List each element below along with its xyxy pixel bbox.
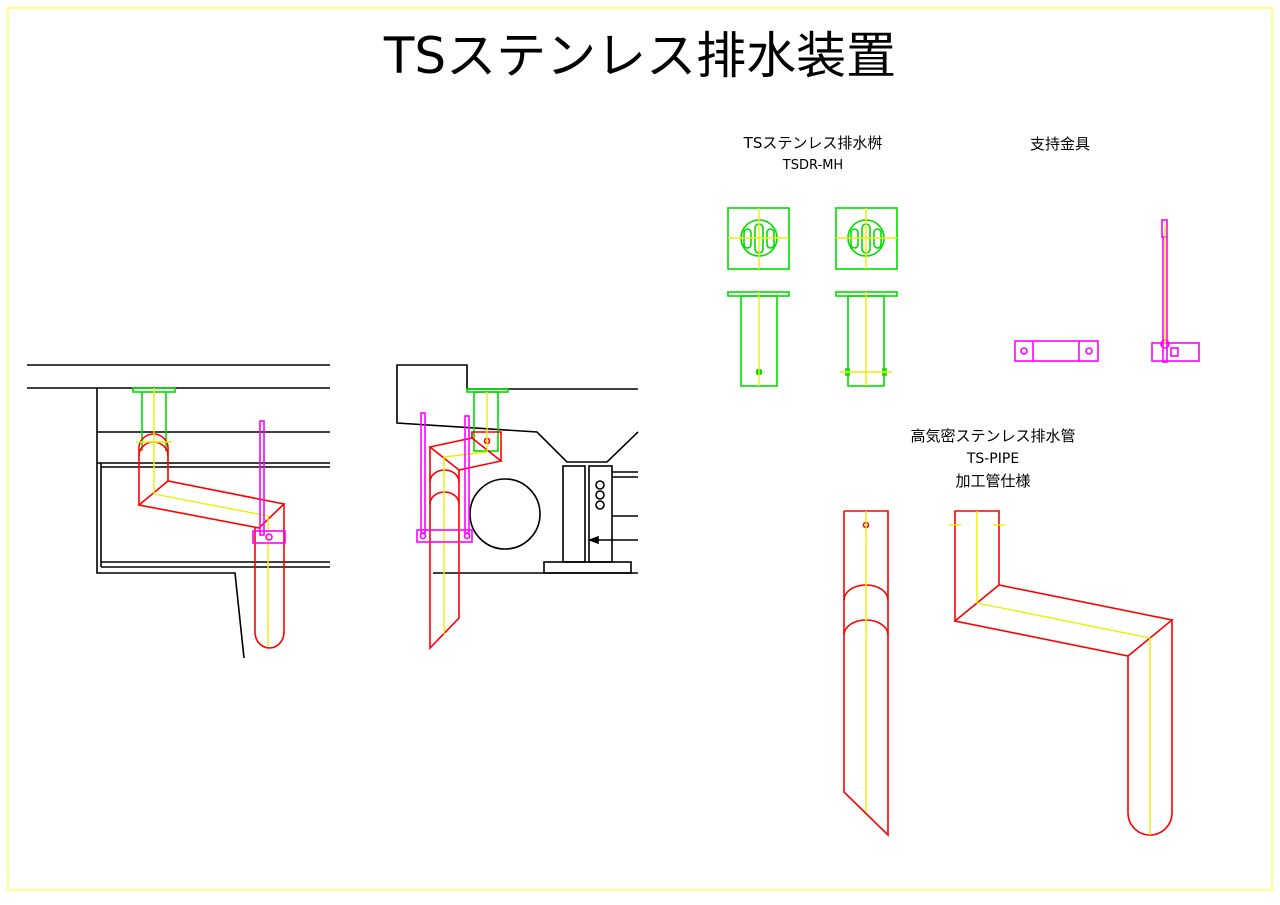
support-bracket-title: 支持金具: [1030, 135, 1090, 153]
pipe-elbow: [137, 433, 286, 649]
drain-pipe-section: 高気密ステンレス排水管 TS-PIPE 加工管仕様: [843, 427, 1174, 837]
installation-view-left: [27, 364, 330, 659]
structure-lines: [396, 364, 639, 574]
support-bracket-section: 支持金具: [1014, 135, 1200, 363]
sheet-border: [7, 7, 1273, 891]
support-bracket: [416, 412, 473, 543]
drain-pipe-spec: 加工管仕様: [955, 472, 1030, 490]
drain-pipe-model: TS-PIPE: [966, 451, 1019, 467]
drain-basin-section: TSステンレス排水桝 TSDR-MH: [727, 134, 898, 387]
drain-basin-model: TSDR-MH: [782, 158, 843, 173]
installation-view-middle: [396, 364, 639, 650]
support-bracket: [252, 420, 286, 544]
drain-pipe-title: 高気密ステンレス排水管: [910, 427, 1075, 445]
drain-basin-title: TSステンレス排水桝: [743, 134, 883, 152]
drawing-title: TSステンレス排水装置: [383, 27, 896, 85]
